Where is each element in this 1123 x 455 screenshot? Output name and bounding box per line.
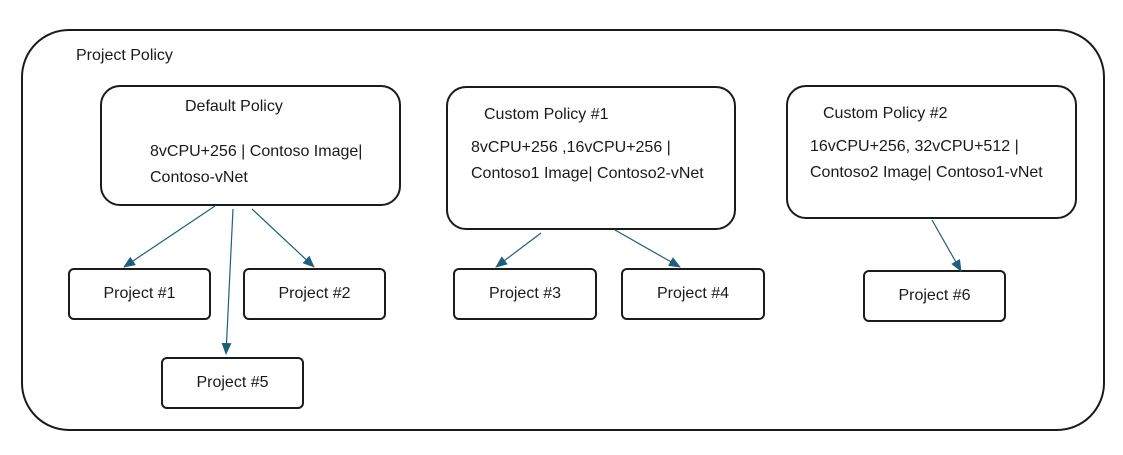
policy-title: Custom Policy #2 xyxy=(823,105,948,122)
arrow-custom1-to-project-3 xyxy=(495,232,542,268)
arrow-custom2-to-project-6 xyxy=(931,219,962,272)
policy-box-default: Default Policy 8vCPU+256 | Contoso Image… xyxy=(100,85,401,206)
policy-title: Default Policy xyxy=(185,98,283,115)
arrow-custom1-to-project-4 xyxy=(614,229,681,268)
project-box-6: Project #6 xyxy=(863,270,1006,322)
policy-box-custom-1: Custom Policy #1 8vCPU+256 ,16vCPU+256 |… xyxy=(446,86,736,230)
project-box-2: Project #2 xyxy=(243,268,386,320)
project-box-5: Project #5 xyxy=(161,357,304,409)
project-policy-frame xyxy=(21,29,1105,431)
policy-description: 8vCPU+256 | Contoso Image| Contoso-vNet xyxy=(150,143,363,186)
frame-title: Project Policy xyxy=(76,47,173,64)
policy-box-custom-2: Custom Policy #2 16vCPU+256, 32vCPU+512 … xyxy=(786,85,1077,219)
project-box-3: Project #3 xyxy=(453,268,597,320)
project-box-4: Project #4 xyxy=(621,268,765,320)
policy-description: 8vCPU+256 ,16vCPU+256 | Contoso1 Image| … xyxy=(471,139,704,182)
policy-description: 16vCPU+256, 32vCPU+512 | Contoso2 Image|… xyxy=(810,138,1043,181)
project-box-1: Project #1 xyxy=(68,268,211,320)
arrow-default-to-project-5 xyxy=(221,208,234,355)
arrow-default-to-project-2 xyxy=(251,208,315,268)
arrow-default-to-project-1 xyxy=(123,205,216,268)
policy-title: Custom Policy #1 xyxy=(484,106,609,123)
